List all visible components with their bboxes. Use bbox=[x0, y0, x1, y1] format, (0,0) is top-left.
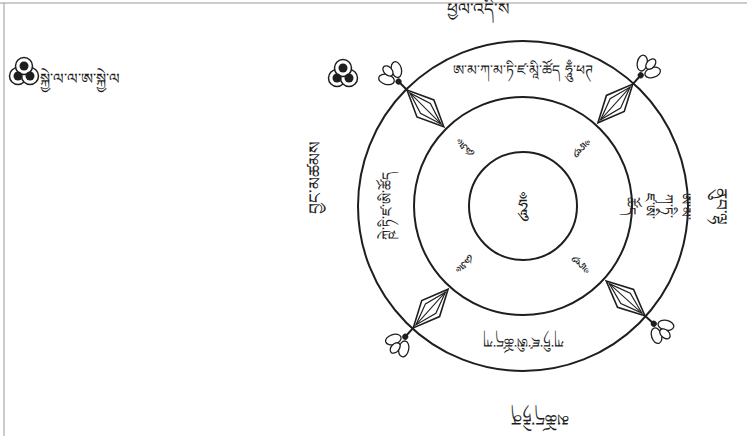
center-seed-circle: ཧཱུྃ bbox=[468, 151, 578, 261]
mantra-text: ཀ་ཏི་ཛ་ཨི་ཚོད་ཀ bbox=[483, 333, 564, 351]
direction-label: མཆོད་རྟེན bbox=[511, 390, 569, 436]
outer-mantra-ring: ཨ་མ་ཀ་མ་ཏི་ཛ་མཱི་ཚོད ཧཱུྃ་ཕཊཨ་མ་ཀ་ཏི་ཛ་ཨ… bbox=[357, 40, 689, 372]
seed-syllable: ཧཱུྃ bbox=[518, 194, 528, 217]
page-rule bbox=[0, 3, 747, 4]
vajra-symbol bbox=[380, 279, 460, 363]
direction-label: ནུབ་ལྷ bbox=[692, 188, 740, 225]
direction-label: བྱང་མཚམས bbox=[296, 142, 344, 214]
direction-label: ཕྱལ་འདི་ས bbox=[447, 0, 509, 38]
vajra-symbol bbox=[596, 270, 680, 350]
inner-seed-ring: ཧཱུྃ ཧཱུྃ ཧཱུྃ ཧཱུྃ ཧཱུྃ bbox=[413, 96, 633, 316]
mantra-text: ཨ་མ་ཀ་ཏི་ཛ་ཨི་ཚོད bbox=[623, 191, 696, 221]
mantra-text: ཀྵེ་ཏི་ཛ་ཨི་ཚོད bbox=[378, 172, 396, 240]
three-jewel-symbol bbox=[329, 60, 358, 87]
header-text: སྐྱེ་ལ་ལ་ཨ་སྐྱེ་ལ bbox=[40, 62, 120, 104]
seed-syllable: ཧཱུྃ bbox=[457, 140, 474, 157]
mantra-text: ཨ་མ་ཀ་མ་ཏི་ཛ་མཱི་ཚོད ཧཱུྃ་ཕཊ bbox=[453, 61, 592, 79]
three-jewel-symbol bbox=[10, 58, 39, 85]
vajra-symbol bbox=[373, 56, 455, 138]
seed-syllable: ཧཱུྃ bbox=[573, 256, 590, 273]
page-rule bbox=[4, 3, 5, 436]
seed-syllable: ཧཱུྃ bbox=[457, 256, 474, 273]
vajra-symbol bbox=[587, 49, 667, 133]
seed-syllable: ཧཱུྃ bbox=[573, 140, 590, 157]
